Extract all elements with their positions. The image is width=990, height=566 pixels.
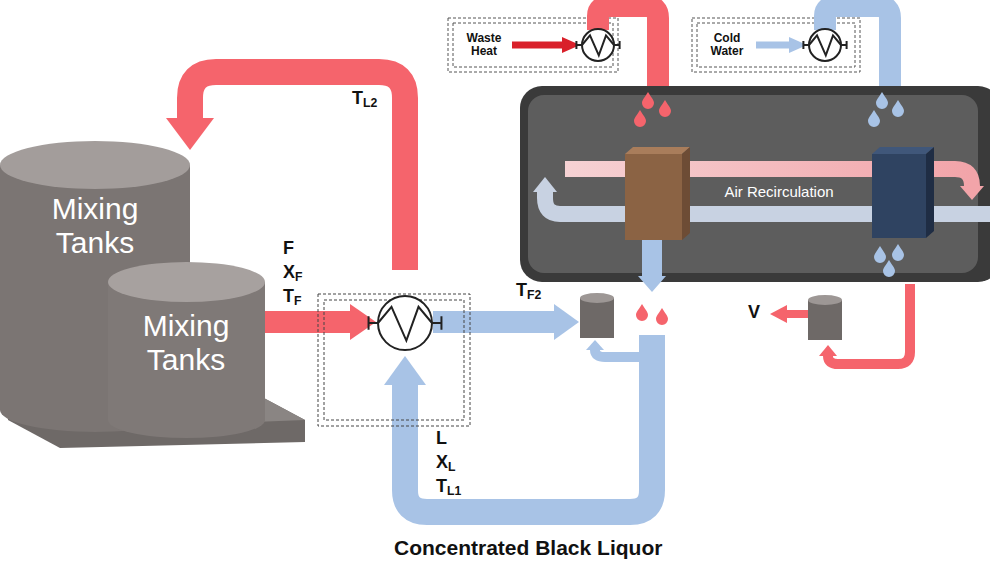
node-text: Mixing Tanks: [40, 192, 150, 259]
collection-tank: [580, 293, 614, 338]
mixing-tank-small: [108, 262, 265, 302]
liquor-pipe: [166, 118, 214, 150]
flow-variable: F: [283, 238, 294, 259]
liquor-pipe: [265, 311, 352, 333]
air-recirculation-band: [960, 186, 984, 200]
collection-tank: [808, 295, 842, 305]
condensation-pad: [872, 154, 926, 238]
heat-pipe: [588, 62, 608, 298]
liquor-pipe: [595, 350, 640, 357]
airflow-band: Air Recirculation: [690, 180, 868, 204]
cold-pipe: [815, 62, 835, 300]
evaporation-pad: [625, 147, 690, 240]
temperature-label: TF2: [516, 280, 541, 301]
node-text: Cold Water: [703, 32, 751, 59]
air-recirculation-band: [533, 177, 557, 192]
cold-pipe: [819, 345, 837, 356]
temperature-label: TL1: [436, 476, 461, 497]
flow-variable: L: [436, 428, 447, 449]
flow-variable: TF: [283, 286, 301, 307]
flow-variable: XL: [436, 452, 456, 473]
collection-tank: [808, 300, 842, 340]
dashed-box: [318, 294, 470, 426]
node-text: Waste Heat: [460, 32, 508, 59]
temperature-label: TL2: [352, 88, 377, 109]
caption-label: Concentrated Black Liquor: [394, 536, 662, 560]
water-drops: [868, 92, 904, 277]
water-drops: [636, 304, 648, 321]
water-drops: [868, 110, 880, 127]
heat-pipe: [512, 42, 566, 49]
water-drops: [876, 92, 888, 109]
water-drops: [634, 92, 671, 127]
collection-tank: [580, 293, 614, 303]
water-drops: [636, 304, 668, 325]
tank-label-box: Mixing Tanks: [40, 186, 150, 266]
liquor-pipe: [405, 335, 652, 512]
liquor-pipe: [586, 340, 604, 350]
node-text: Mixing Tanks: [130, 309, 242, 376]
source-box: Cold Water: [703, 27, 751, 63]
water-drops: [892, 244, 904, 261]
liquor-pipe: [384, 240, 666, 512]
liquor-pipe: [190, 72, 405, 270]
water-drops: [874, 246, 886, 263]
water-drops: [659, 100, 671, 117]
collection-tank: [580, 298, 614, 338]
evaporation-pad: [625, 147, 690, 154]
condensation-pad: [926, 147, 934, 238]
collection-tank: [808, 295, 842, 340]
condensation-pad: [872, 147, 934, 238]
liquor-pipe: [554, 304, 579, 340]
water-drops: [634, 110, 646, 127]
flow-variable: XF: [283, 262, 303, 283]
evaporation-pad: [625, 154, 682, 240]
liquor-pipe: [384, 356, 426, 385]
cold-pipe: [770, 305, 787, 323]
heat-pipe: [512, 6, 658, 298]
mixing-tank-large: [0, 141, 190, 189]
liquor-pipe: [642, 240, 662, 276]
cold-pipe: [786, 310, 808, 318]
node-text: Air Recirculation: [724, 184, 833, 201]
flow-variable: V: [748, 302, 760, 323]
mixing-tank-small: [108, 262, 265, 438]
water-drops: [642, 92, 654, 109]
cold-pipe: [756, 42, 793, 49]
liquor-pipe: [638, 276, 666, 292]
water-drops: [656, 308, 668, 325]
tank-label-box: Mixing Tanks: [130, 303, 242, 383]
mixing-tank-small: [108, 282, 265, 438]
condensation-pad: [872, 147, 934, 154]
liquor-pipe: [166, 72, 579, 340]
heat-exchanger-symbol: [369, 296, 442, 350]
heat-exchanger-symbol: [576, 29, 619, 61]
evaporation-pad: [682, 147, 690, 240]
water-drops: [883, 260, 895, 277]
source-box: Waste Heat: [460, 27, 508, 63]
dashed-box: [318, 294, 470, 426]
water-drops: [892, 100, 904, 117]
liquor-pipe: [433, 311, 556, 333]
heat-exchanger-symbol: [803, 29, 846, 61]
dashed-box: [697, 23, 855, 67]
